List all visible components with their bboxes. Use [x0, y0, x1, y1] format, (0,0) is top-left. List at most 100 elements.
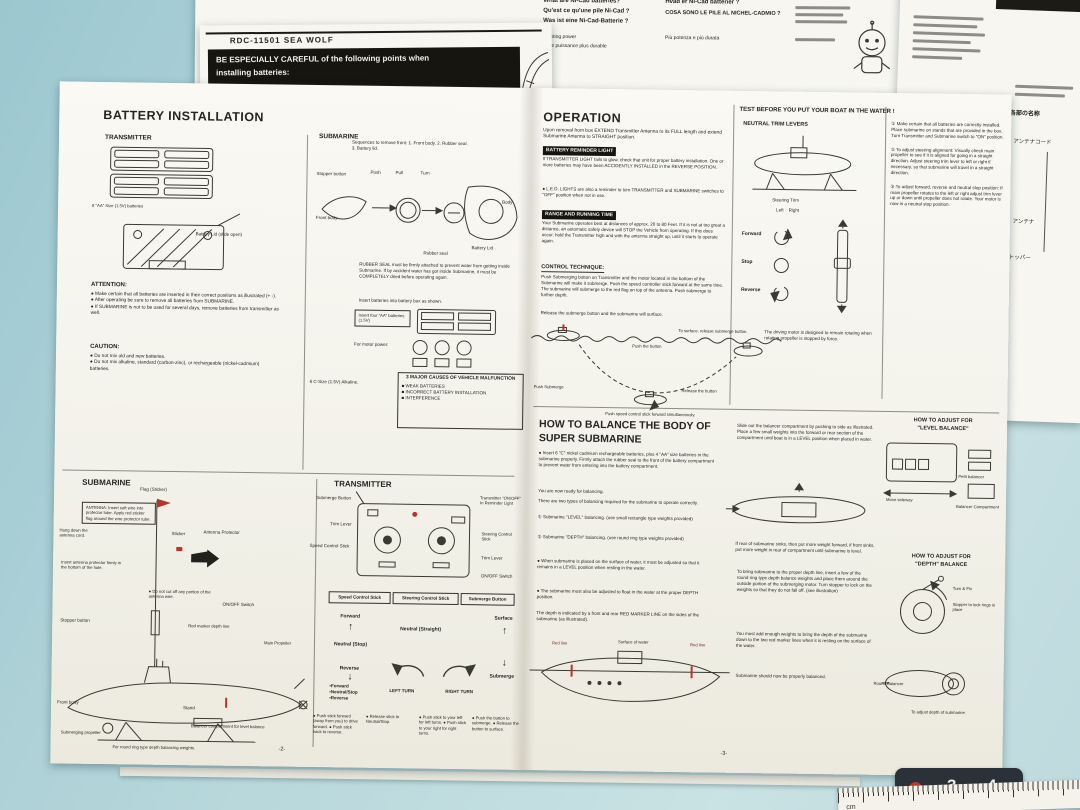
aa-batteries-note: Insert four "AA" batteries (1.5V) — [354, 309, 411, 328]
turn-fix-label: Turn & Fix — [952, 585, 973, 592]
test-note: ② To adjust steering alignment: Visually… — [890, 146, 995, 176]
japanese-antenna-cord-label: アンテナコード — [1013, 138, 1052, 147]
column-rule — [881, 106, 887, 399]
balance-heading-line1: HOW TO BALANCE THE BODY OF — [538, 418, 711, 433]
turn-arcs-diagram — [391, 663, 476, 678]
text-line-placeholder — [795, 38, 836, 41]
battery-lid-label2: Battery Lid — [471, 245, 494, 251]
battery-reminder-label: BATTERY REMINDER LIGHT — [542, 146, 617, 156]
level-position-note: ● When submarine is placed on the surfac… — [537, 558, 700, 571]
ni-cad-question-fr: Qu'est ce qu'une pile Ni-Cad ? — [543, 7, 630, 15]
caution-heading: CAUTION: — [90, 343, 120, 351]
control-note: ● Push the button to submerge. ● Release… — [471, 715, 519, 732]
surface-of-water-label: Surface of water — [618, 639, 649, 645]
arrow-down-icon: ↓ — [501, 657, 507, 669]
col-speed-stick: Speed Control Stick — [328, 591, 391, 604]
text-line-placeholder — [912, 55, 963, 60]
page-3: OPERATION Upon removal from box EXTEND T… — [520, 88, 1011, 777]
level-balance-diagram — [883, 442, 995, 499]
test-note: ③ To adjust forward, reverse and neutral… — [890, 183, 1003, 208]
text-line-placeholder — [795, 6, 851, 10]
submerge-label: Submerge — [489, 673, 515, 680]
submarine-top-view-diagram — [725, 482, 866, 524]
left-turn-label: LEFT TURN — [389, 688, 415, 694]
multilingual-sheet: What are Ni-Cad batteries? Qu'est ce qu'… — [194, 0, 924, 98]
depth-balance-heading2: "DEPTH" BALANCE — [914, 561, 968, 569]
controls-table: Speed Control Stick Steering Control Sti… — [328, 591, 515, 606]
motor-power-note: For motor power: — [354, 341, 389, 348]
mascot-illustration — [853, 20, 891, 74]
ni-cad-question-da: Hvad er Ni-Cad batterier ? — [665, 0, 740, 6]
attention-list: ● Make certain that all batteries are in… — [91, 292, 281, 320]
push-button-label: Push the button — [632, 343, 662, 349]
cover-warning-line2: installing batteries: — [216, 67, 290, 77]
control-technique-heading: CONTROL TECHNIQUE: — [541, 264, 605, 274]
cover-model-title: RDC-11501 SEA WOLF — [229, 35, 334, 46]
submarine-heading-bottom: SUBMARINE — [82, 477, 131, 488]
text-line-placeholder — [912, 47, 981, 53]
ring-weights-label: For round ring type depth balancing weig… — [112, 744, 196, 751]
pull-label: Pull — [395, 170, 404, 176]
reminder-light-label: Transmitter "ON/OFF" In Reminder Light — [479, 495, 522, 507]
ruler-unit-label: cm — [846, 803, 856, 810]
text-line-placeholder — [913, 15, 984, 21]
slide-compartment-text: Slide out the balancer compartment by pu… — [736, 422, 874, 442]
japanese-masthead — [995, 0, 1080, 13]
push-submerge-label: Push Submerge — [533, 384, 564, 390]
page2-number: -2- — [278, 746, 286, 753]
malfunction-list: ■ WEAK BATTERIES■ INCORRECT BATTERY INST… — [401, 384, 519, 403]
surface-label: Surface — [494, 615, 513, 622]
japanese-antenna-label: アンテナ — [1012, 218, 1035, 226]
section-rule — [62, 469, 515, 477]
red-line-front-label: Red line — [551, 640, 568, 646]
move-sideway-label: Move sideway — [886, 496, 913, 503]
attention-item: ● If SUBMARINE is not to be used for sev… — [90, 304, 279, 316]
col-steering-stick: Steering Control Stick — [392, 592, 459, 605]
submerging-propeller-label: Submerging propeller — [60, 729, 101, 736]
red-marker-label: Red marker depth line — [188, 623, 230, 629]
dive-path-diagram — [530, 324, 782, 411]
arrow-right-icon — [191, 549, 220, 568]
antenna-note: ANTENNA: Insert soft wire into protector… — [81, 501, 156, 526]
rubber-seal-label: Rubber seal — [423, 250, 448, 256]
left-right-label: Left Right — [776, 207, 800, 213]
turn-label: Turn — [420, 170, 430, 176]
onoff-switch-label2: ON/OFF Switch — [480, 573, 513, 579]
text-line-placeholder — [1014, 92, 1065, 98]
neutral-straight-label: Neutral (Straight) — [400, 626, 442, 633]
trim-lever-diagram — [770, 219, 851, 314]
page3-title: OPERATION — [543, 110, 622, 126]
flag-sticker-label: Flag (Sticker) — [140, 486, 167, 492]
balancer-compartment-label: Balancer compartment for level balance — [190, 723, 265, 730]
forward-trim-label: Forward — [741, 230, 762, 238]
cover-frame-line — [205, 29, 542, 35]
aa-battery-box-diagram — [416, 308, 497, 335]
transmitter-heading-bottom: TRANSMITTER — [334, 479, 392, 490]
led-lights-note: ● L.E.D. LIGHTS are also a reminder to t… — [542, 186, 724, 198]
cover-warning-line1: BE ESPECIALLY CAREFUL of the following p… — [215, 53, 430, 65]
insert-batteries-note: Insert batteries into battery box as sho… — [358, 297, 443, 304]
mode-item: •Reverse — [329, 694, 349, 701]
malfunction-box: 3 MAJOR CAUSES OF VEHICLE MALFUNCTION ■ … — [396, 372, 524, 430]
battery-reminder-text: If TRANSMITTER LIGHT fails to glow, chec… — [542, 156, 724, 170]
petit-balancer-label: Petit balancer — [958, 473, 985, 480]
balance-heading-line2: SUPER SUBMARINE — [538, 432, 642, 446]
ruler: cm — [837, 779, 1080, 810]
text-line-placeholder — [913, 23, 978, 28]
neutral-stop-label: Neutral (Stop) — [333, 641, 368, 648]
balanced-text: Submarine should now be properly balance… — [735, 672, 826, 680]
battery-pack-label: 8 "AA" Size (1.5V) batteries — [92, 202, 144, 209]
push-label: Push — [370, 169, 381, 175]
operation-intro: Upon removal from box EXTEND Transmitter… — [543, 128, 722, 141]
test-heading: TEST BEFORE YOU PUT YOUR BOAT IN THE WAT… — [739, 106, 895, 116]
insert-protector-note: Insert antenna protector firmly in the b… — [60, 559, 122, 571]
round-balancer-label: Round Balancer — [873, 680, 904, 687]
antenna-protector-label: Antenna Protector — [203, 529, 240, 535]
submarine-on-stand-diagram — [752, 135, 857, 192]
c-size-note: 6 C-Size (1.5V) Alkaline. — [309, 378, 359, 385]
balancer-compartment-label2: Balancer Compartment — [955, 503, 1000, 510]
transmitter-unit-diagram — [122, 213, 241, 271]
ni-cad-sub-fr: Une puissance plus durable — [544, 42, 607, 50]
text-line-placeholder — [795, 13, 844, 16]
controller-diagram — [355, 491, 471, 578]
